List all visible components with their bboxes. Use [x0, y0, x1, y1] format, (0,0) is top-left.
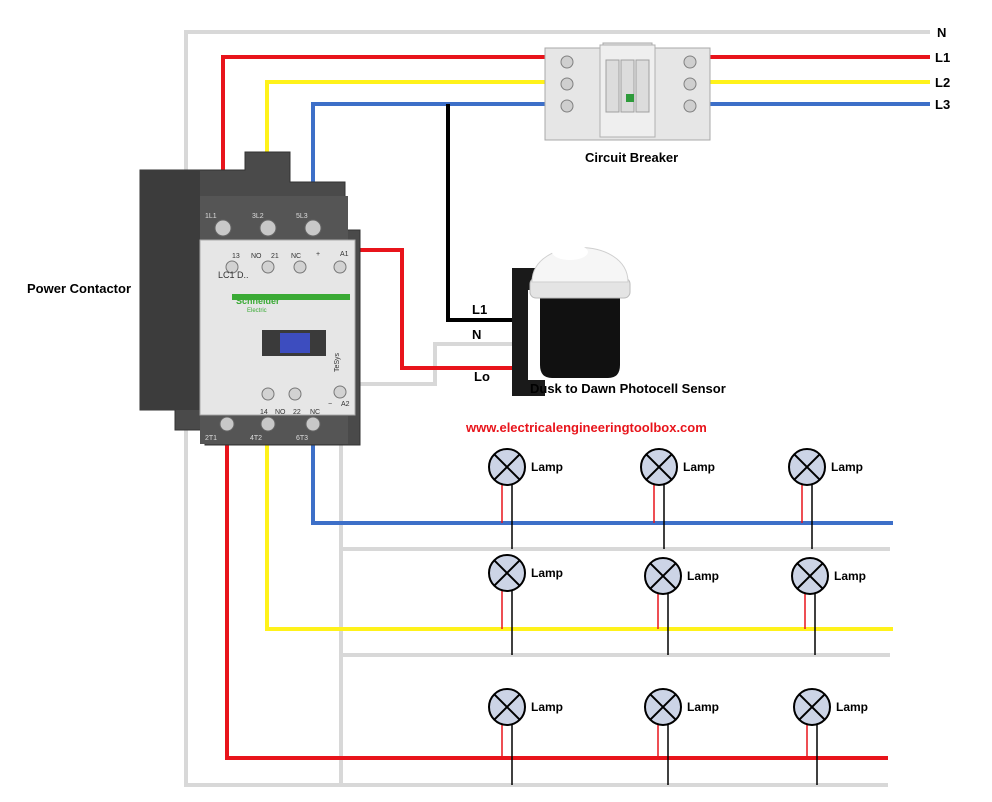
- lamp-label: Lamp: [531, 460, 563, 474]
- breaker-toggle-1: [605, 59, 620, 113]
- aux-nc-label: NC: [291, 253, 301, 260]
- sensor-bracket: [512, 268, 545, 396]
- lamp: Lamp: [488, 688, 563, 785]
- lamp: Lamp: [644, 557, 719, 655]
- power-contactor-label: Power Contactor: [27, 281, 131, 296]
- lamp-cross-line: [493, 453, 521, 481]
- sensor-body: [540, 290, 620, 378]
- contactor-brand: Schneider: [236, 296, 280, 306]
- lamp-label: Lamp: [831, 460, 863, 474]
- lamp: Lamp: [788, 448, 863, 549]
- aux-plus-label: +: [316, 251, 320, 258]
- lamp: Lamp: [644, 688, 719, 785]
- lamp-cross-line: [798, 693, 826, 721]
- lamp-cross-line: [645, 453, 673, 481]
- sensor-dome-highlight: [552, 244, 588, 260]
- terminal-l3-label: L3: [935, 97, 950, 112]
- contactor-model: LC1 D..: [218, 270, 249, 280]
- contactor-series: TeSys: [334, 352, 341, 372]
- lamp-label: Lamp: [683, 460, 715, 474]
- lamp-label: Lamp: [836, 700, 868, 714]
- contactor-bottom-screws: [219, 416, 321, 432]
- aux-nc-bottom-label: NC: [310, 409, 320, 416]
- sensor-wire-l1-label: L1: [472, 302, 487, 317]
- output-wire-t2: [265, 420, 893, 631]
- contactor-faceplate: [199, 239, 356, 416]
- lamp: Lamp: [488, 554, 563, 655]
- contactor-indicator: [280, 333, 310, 353]
- lamp: Lamp: [488, 448, 563, 549]
- control-wire-l1: [446, 104, 515, 322]
- website-url: www.electricalengineeringtoolbox.com: [465, 420, 707, 435]
- terminal-3l2-label: 3L2: [252, 213, 264, 220]
- terminal-1l1-label: 1L1: [205, 213, 217, 220]
- lamp-label: Lamp: [531, 566, 563, 580]
- aux-no-label: NO: [251, 253, 262, 260]
- terminal-5l3-label: 5L3: [296, 213, 308, 220]
- sensor-wire-lo-label: Lo: [474, 369, 490, 384]
- power-contactor: 1L1 3L2 5L3 13 NO 21 NC + A1 LC1 D.. Sch…: [139, 151, 361, 446]
- contactor-top-screws: [214, 219, 322, 237]
- lamp-cross-line: [493, 693, 521, 721]
- breaker-toggle-3: [635, 59, 650, 113]
- lamp-cross-line: [649, 693, 677, 721]
- aux-a2-label: A2: [341, 401, 350, 408]
- aux-13-label: 13: [232, 253, 240, 260]
- labels: N L1 L2 L3 Circuit Breaker Power Contact…: [27, 25, 950, 435]
- circuit-breaker: [544, 42, 711, 141]
- contactor-brand-sub: Electric: [247, 308, 267, 314]
- photocell-sensor: [512, 244, 631, 396]
- aux-22-label: 22: [293, 409, 301, 416]
- aux-14-label: 14: [260, 409, 268, 416]
- lamp-label: Lamp: [531, 700, 563, 714]
- lamp-cross-line: [493, 559, 521, 587]
- control-wire-lo: [355, 248, 515, 370]
- aux-no-bottom-label: NO: [275, 409, 286, 416]
- lamp: Lamp: [793, 688, 868, 785]
- l3-wire-to-contactor: [311, 102, 567, 216]
- terminal-l2-label: L2: [935, 75, 950, 90]
- lamp: Lamp: [791, 557, 866, 655]
- contactor-brand-stripe: [232, 294, 350, 300]
- sensor-wire-n-label: N: [472, 327, 481, 342]
- contactor-side-rib: [140, 170, 200, 410]
- lamp: Lamp: [640, 448, 715, 549]
- circuit-breaker-label: Circuit Breaker: [585, 150, 678, 165]
- lamp-cross-line: [793, 453, 821, 481]
- terminal-4t2-label: 4T2: [250, 435, 262, 442]
- aux-21-label: 21: [271, 253, 279, 260]
- lamp-cross-line: [649, 562, 677, 590]
- neutral-wire-sensor: [341, 342, 515, 386]
- terminal-l1-label: L1: [935, 50, 950, 65]
- lamp-label: Lamp: [687, 700, 719, 714]
- aux-minus-label: −: [328, 401, 332, 408]
- photocell-sensor-label: Dusk to Dawn Photocell Sensor: [530, 381, 726, 396]
- terminal-2t1-label: 2T1: [205, 435, 217, 442]
- lamp-label: Lamp: [687, 569, 719, 583]
- breaker-toggle-2: [620, 59, 635, 113]
- contactor-aux-top-screws: [225, 260, 347, 274]
- aux-a1-label: A1: [340, 251, 349, 258]
- terminal-n-label: N: [937, 25, 946, 40]
- breaker-status-window: [626, 94, 634, 102]
- contactor-aux-bottom-screws: [261, 385, 347, 401]
- wires: [184, 30, 930, 787]
- lamp-cross-line: [796, 562, 824, 590]
- breaker-screws-right: [683, 55, 697, 113]
- l1-wire-to-contactor: [221, 55, 567, 216]
- lamp-label: Lamp: [834, 569, 866, 583]
- output-wire-t3: [311, 420, 893, 525]
- terminal-6t3-label: 6T3: [296, 435, 308, 442]
- breaker-screws-left: [560, 55, 574, 113]
